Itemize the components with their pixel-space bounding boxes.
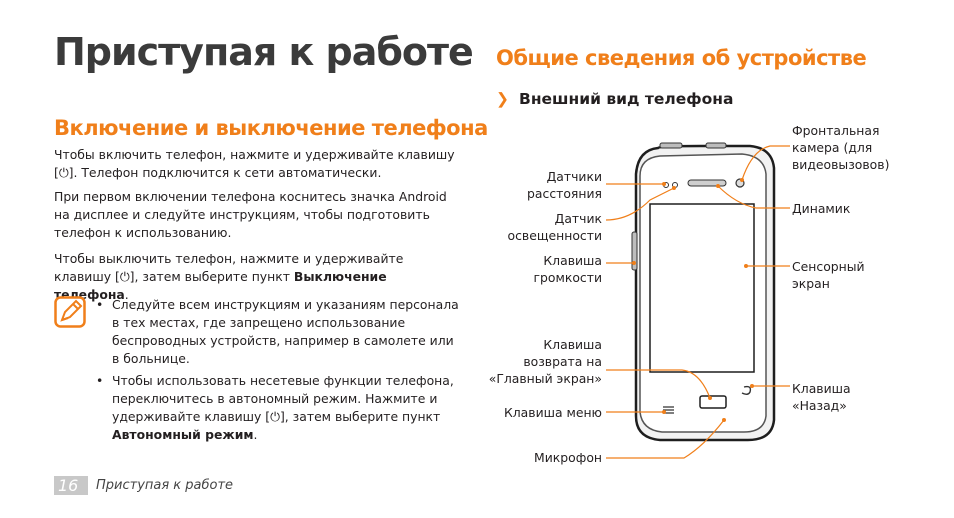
leader-camera	[741, 145, 790, 181]
leader-dot	[716, 184, 720, 188]
leader-dot	[632, 261, 636, 265]
power-off-text: Чтобы выключить телефон, нажмите и удерж…	[54, 251, 404, 284]
phone-back-edge	[639, 153, 767, 433]
label-back-key: Клавиша «Назад»	[792, 380, 851, 414]
label-speaker: Динамик	[792, 201, 851, 216]
touch-screen	[649, 203, 755, 373]
proximity-sensor	[663, 182, 669, 188]
leader-home	[606, 369, 711, 399]
label-line: возврата на	[523, 354, 602, 369]
label-home-key: Клавиша возврата на «Главный экран»	[489, 336, 602, 387]
label-line: громкости	[533, 270, 602, 285]
label-line: освещенности	[507, 228, 602, 243]
label-line: Сенсорный	[792, 259, 865, 274]
label-proximity-sensors: Датчики расстояния	[527, 168, 602, 202]
bracket-open: [	[54, 165, 59, 180]
label-touch-screen: Сенсорный экран	[792, 258, 865, 292]
label-line: камера (для	[792, 140, 873, 155]
top-button	[659, 142, 683, 149]
leader-mic	[606, 419, 725, 459]
front-camera	[735, 178, 745, 188]
power-key-icon: ⏻	[58, 165, 69, 180]
label-front-camera: Фронтальная камера (для видеовызовов)	[792, 122, 889, 173]
first-start-paragraph: При первом включении телефона коснитесь …	[54, 189, 447, 240]
bracket-open: [	[114, 269, 120, 284]
note-pencil-icon	[54, 296, 86, 328]
leader-dot	[740, 178, 744, 182]
power-off-text-mid: ], затем выберите пункт	[129, 269, 294, 284]
offline-mode-option: Автономный режим	[112, 427, 254, 442]
leader-dot	[672, 186, 676, 190]
label-line: Клавиша	[543, 337, 602, 352]
power-heading: Включение и выключение телефона	[54, 116, 488, 140]
leader-dot	[750, 384, 754, 388]
page-number: 16	[54, 476, 88, 495]
leader-light	[605, 187, 675, 221]
overview-heading: Общие сведения об устройстве	[496, 46, 867, 70]
power-off-paragraph: Чтобы выключить телефон, нажмите и удерж…	[54, 250, 459, 304]
label-line: «Назад»	[792, 398, 847, 413]
power-on-text: Чтобы включить телефон, нажмите и удержи…	[54, 147, 455, 162]
leader-dot	[662, 182, 666, 186]
label-line: Датчик	[554, 211, 602, 226]
label-volume-key: Клавиша громкости	[534, 252, 602, 286]
volume-key	[631, 231, 638, 271]
label-line: Клавиша	[543, 253, 602, 268]
subheading-text: Внешний вид телефона	[519, 90, 734, 108]
leader-dot	[722, 418, 726, 422]
power-key-icon: ⏻	[270, 409, 280, 424]
leader-dot	[662, 410, 666, 414]
home-key-shape	[699, 395, 727, 409]
label-line: экран	[792, 276, 830, 291]
label-line: расстояния	[527, 186, 602, 201]
power-key-icon: ⏻	[119, 269, 130, 284]
note-text: Чтобы использовать несетевые функции тел…	[112, 373, 454, 424]
label-menu-key: Клавиша меню	[503, 405, 602, 420]
leader-dot	[708, 396, 712, 400]
phone-body	[634, 144, 776, 442]
phone-appearance-subheading: ❯ Внешний вид телефона	[496, 90, 733, 108]
note-text-mid: ], затем выберите пункт	[279, 409, 441, 424]
power-on-paragraph: Чтобы включить телефон, нажмите и удержи…	[54, 146, 459, 182]
label-microphone: Микрофон	[534, 450, 602, 465]
chapter-title: Приступая к работе	[54, 30, 474, 74]
label-line: Фронтальная	[792, 123, 880, 138]
light-sensor	[672, 182, 678, 188]
speaker-grille	[687, 179, 727, 187]
chevron-right-icon: ❯	[496, 90, 509, 108]
notes-list: Следуйте всем инструкциям и указаниям пе…	[96, 296, 461, 448]
power-on-text-end: ]. Телефон подключится к сети автоматиче…	[68, 165, 382, 180]
menu-key-shape	[663, 406, 674, 414]
label-line: Датчики	[546, 169, 602, 184]
footer-section: Приступая к работе	[96, 478, 234, 493]
back-key-shape	[741, 385, 752, 395]
note-item: Чтобы использовать несетевые функции тел…	[96, 372, 461, 444]
label-line: видеовызовов)	[792, 157, 890, 172]
note-item: Следуйте всем инструкциям и указаниям пе…	[96, 296, 461, 368]
label-light-sensor: Датчик освещенности	[508, 210, 602, 244]
leader-speaker	[717, 185, 790, 209]
leader-dot	[744, 264, 748, 268]
period: .	[253, 427, 258, 442]
period: .	[124, 287, 129, 302]
label-line: Клавиша	[792, 381, 851, 396]
label-line: «Главный экран»	[488, 371, 602, 386]
top-button	[705, 142, 727, 149]
